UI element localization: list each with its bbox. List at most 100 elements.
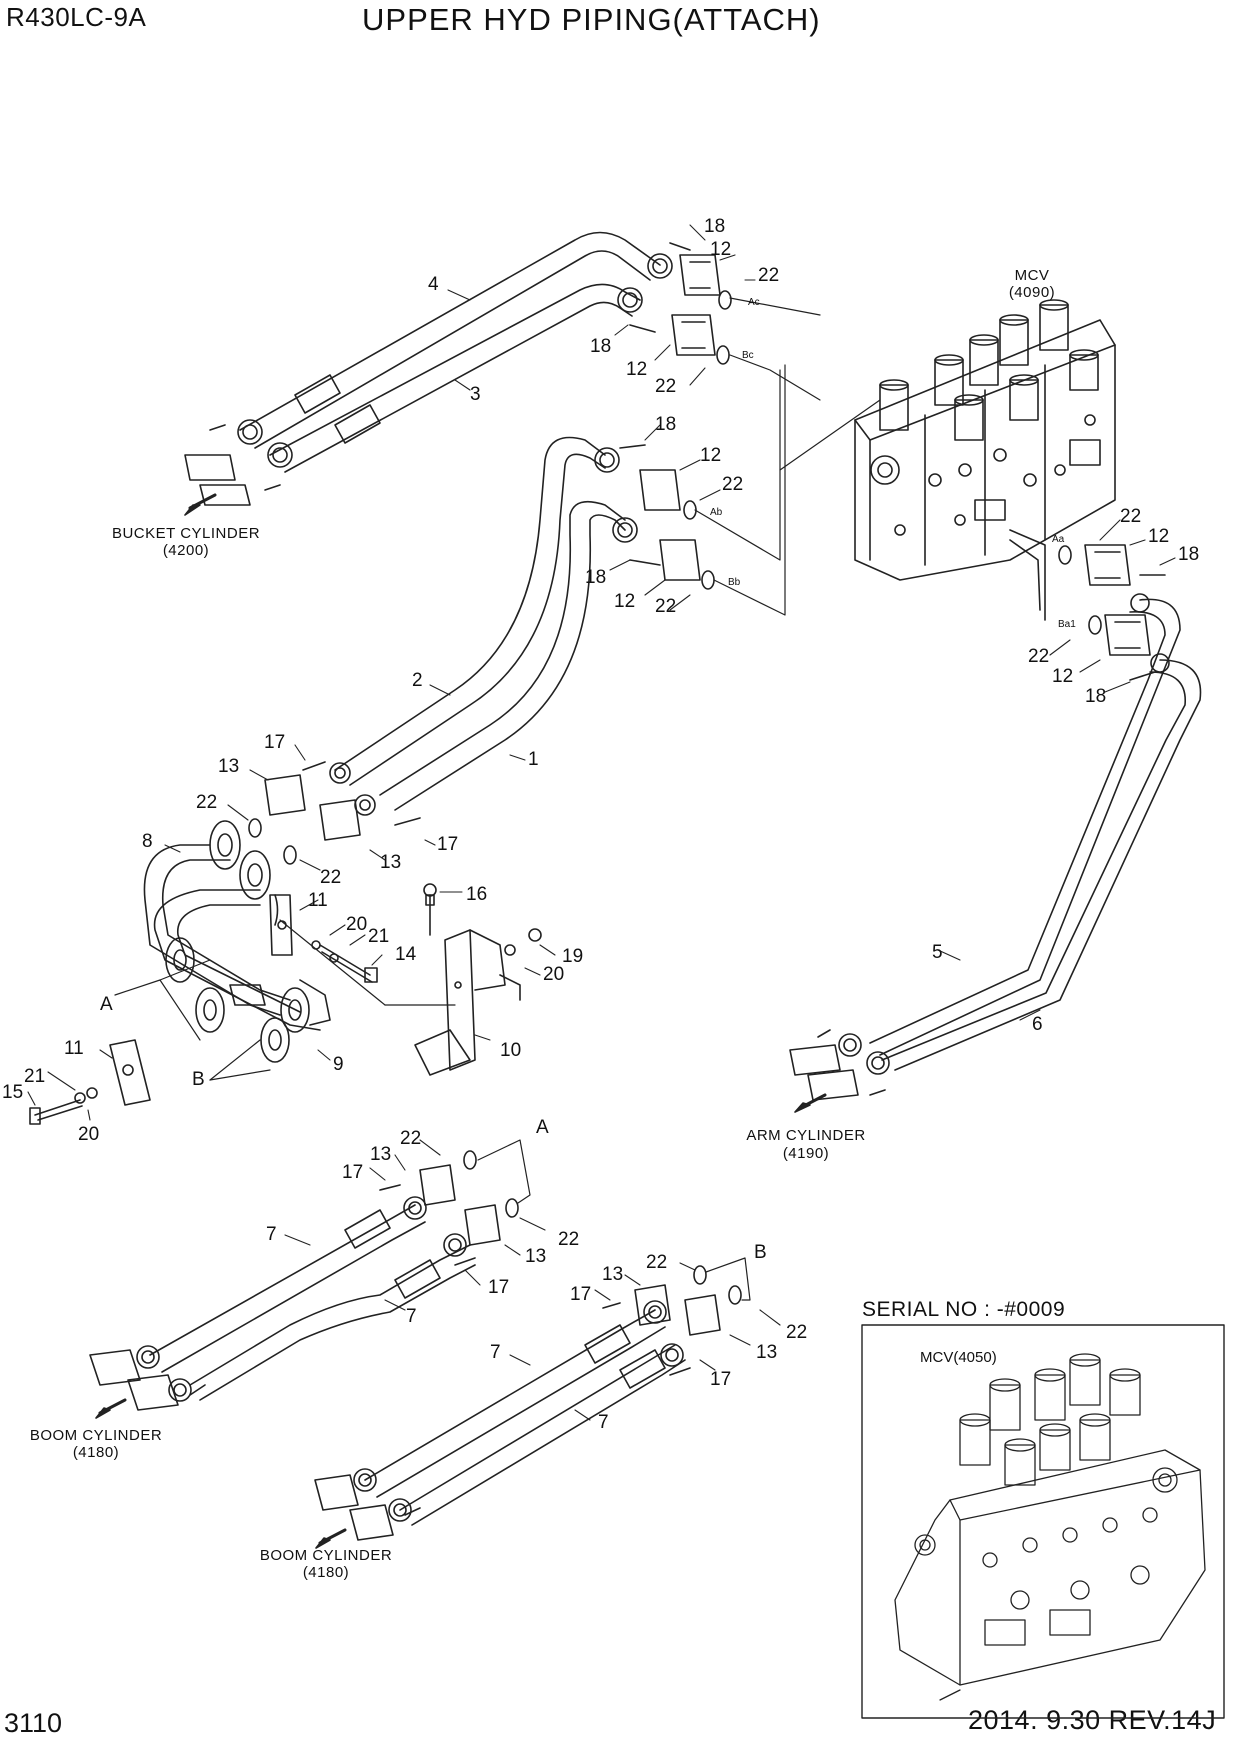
callout: 13 bbox=[602, 1264, 623, 1285]
bracket-10 bbox=[279, 883, 521, 1076]
mcv-flanges-right bbox=[1009, 529, 1166, 681]
arm-cylinder-label: ARM CYLINDER (4190) bbox=[746, 1127, 865, 1162]
group-leaders-a-lower bbox=[477, 1139, 531, 1204]
callout: 7 bbox=[598, 1412, 609, 1433]
callout: 22 bbox=[786, 1322, 807, 1343]
callout: 22 bbox=[758, 265, 779, 286]
callout: 9 bbox=[333, 1054, 344, 1075]
callout: 19 bbox=[562, 946, 583, 967]
callout: 20 bbox=[543, 964, 564, 985]
group-letter-b: B bbox=[192, 1069, 205, 1090]
callout: 18 bbox=[585, 567, 606, 588]
callout: 7 bbox=[406, 1306, 417, 1327]
callout: 21 bbox=[368, 926, 389, 947]
hose-3 bbox=[269, 283, 641, 473]
group-leaders-upper bbox=[114, 959, 271, 1081]
callout: 12 bbox=[1052, 666, 1073, 687]
callout-numbers: 18 12 22 4 18 12 22 3 18 12 22 18 12 22 … bbox=[2, 216, 1199, 1433]
mcv-name: MCV bbox=[1015, 267, 1050, 284]
callout: 3 bbox=[470, 384, 481, 405]
boom-cylinder-label-2: BOOM CYLINDER (4180) bbox=[260, 1547, 392, 1581]
hose-5 bbox=[869, 593, 1181, 1056]
callout: 17 bbox=[710, 1369, 731, 1390]
hose-1 bbox=[379, 500, 626, 811]
hose-6 bbox=[881, 653, 1202, 1071]
callout: 10 bbox=[500, 1040, 521, 1061]
pipe-9 bbox=[153, 889, 331, 1063]
arm-cylinder-ref: (4190) bbox=[783, 1145, 829, 1162]
port-label: Bc bbox=[742, 350, 754, 361]
callout: 22 bbox=[320, 867, 341, 888]
callout: 22 bbox=[1120, 506, 1141, 527]
cylinder-arrows bbox=[95, 504, 811, 1549]
callout: 11 bbox=[64, 1038, 84, 1059]
page-title: UPPER HYD PIPING(ATTACH) bbox=[362, 2, 821, 37]
mcv-ref: (4090) bbox=[1009, 284, 1055, 301]
bucket-cylinder-label: BUCKET CYLINDER (4200) bbox=[112, 525, 260, 559]
bolts-lower-left bbox=[29, 940, 378, 1125]
callout: 22 bbox=[1028, 646, 1049, 667]
callout: 13 bbox=[380, 852, 401, 873]
callout: 17 bbox=[488, 1277, 509, 1298]
callout: 22 bbox=[400, 1128, 421, 1149]
mcv-label: MCV (4090) bbox=[1009, 267, 1055, 301]
callout: 17 bbox=[437, 834, 458, 855]
boom-hoses-1 bbox=[89, 1204, 476, 1411]
callout: 7 bbox=[266, 1224, 277, 1245]
port-label: Bb bbox=[728, 577, 741, 588]
boom-cylinder-name-2: BOOM CYLINDER bbox=[260, 1547, 392, 1564]
clamp-11-lower bbox=[109, 1039, 151, 1106]
callout: 12 bbox=[710, 239, 731, 260]
port-leaders bbox=[694, 297, 881, 616]
callout: 17 bbox=[342, 1162, 363, 1183]
port-label: Ba1 bbox=[1058, 619, 1076, 630]
callout: 18 bbox=[1178, 544, 1199, 565]
port-label: Aa bbox=[1052, 534, 1065, 545]
port-label: Ac bbox=[748, 297, 760, 308]
callout: 1 bbox=[528, 749, 539, 770]
callout: 7 bbox=[490, 1342, 501, 1363]
callout: 11 bbox=[308, 890, 328, 911]
callout: 13 bbox=[525, 1246, 546, 1267]
callout: 22 bbox=[558, 1229, 579, 1250]
arm-cylinder-name: ARM CYLINDER bbox=[746, 1127, 865, 1144]
callout: 18 bbox=[704, 216, 725, 237]
boom-cylinder-ref-1: (4180) bbox=[73, 1444, 119, 1461]
callout: 20 bbox=[346, 914, 367, 935]
callout: 13 bbox=[218, 756, 239, 777]
boom-flanges-2 bbox=[602, 1265, 742, 1376]
callout: 22 bbox=[655, 376, 676, 397]
boom-cylinder-ref-2: (4180) bbox=[303, 1564, 349, 1581]
callout: 20 bbox=[78, 1124, 99, 1145]
callout: 2 bbox=[412, 670, 423, 691]
group-letter-a: A bbox=[100, 994, 113, 1015]
boom-cylinder-label-1: BOOM CYLINDER (4180) bbox=[30, 1427, 162, 1461]
group-leaders-b-lower bbox=[705, 1257, 751, 1301]
bucket-cylinder-ref: (4200) bbox=[163, 542, 209, 559]
mcv-flanges-upper bbox=[617, 242, 732, 365]
group-letter-a: A bbox=[536, 1117, 549, 1138]
callout: 18 bbox=[590, 336, 611, 357]
callout-leaders bbox=[27, 224, 1176, 1421]
revision-date: 2014. 9.30 REV.14J bbox=[968, 1705, 1217, 1735]
flanges-13-upper bbox=[248, 761, 421, 865]
callout: 22 bbox=[655, 596, 676, 617]
mcv-flanges-middle bbox=[594, 444, 715, 590]
callout: 13 bbox=[370, 1144, 391, 1165]
callout: 18 bbox=[1085, 686, 1106, 707]
washers-19-20 bbox=[504, 928, 542, 956]
callout: 21 bbox=[24, 1066, 45, 1087]
arm-flanges bbox=[789, 1029, 890, 1101]
callout: 12 bbox=[1148, 526, 1169, 547]
callout: 4 bbox=[428, 274, 439, 295]
mcv-valve bbox=[854, 299, 1116, 581]
boom-cylinder-name-1: BOOM CYLINDER bbox=[30, 1427, 162, 1444]
callout: 22 bbox=[196, 792, 217, 813]
port-label: Ab bbox=[710, 507, 723, 518]
callout: 12 bbox=[626, 359, 647, 380]
group-letter-b: B bbox=[754, 1242, 767, 1263]
callout: 8 bbox=[142, 831, 153, 852]
callout: 16 bbox=[466, 884, 487, 905]
callout: 22 bbox=[646, 1252, 667, 1273]
